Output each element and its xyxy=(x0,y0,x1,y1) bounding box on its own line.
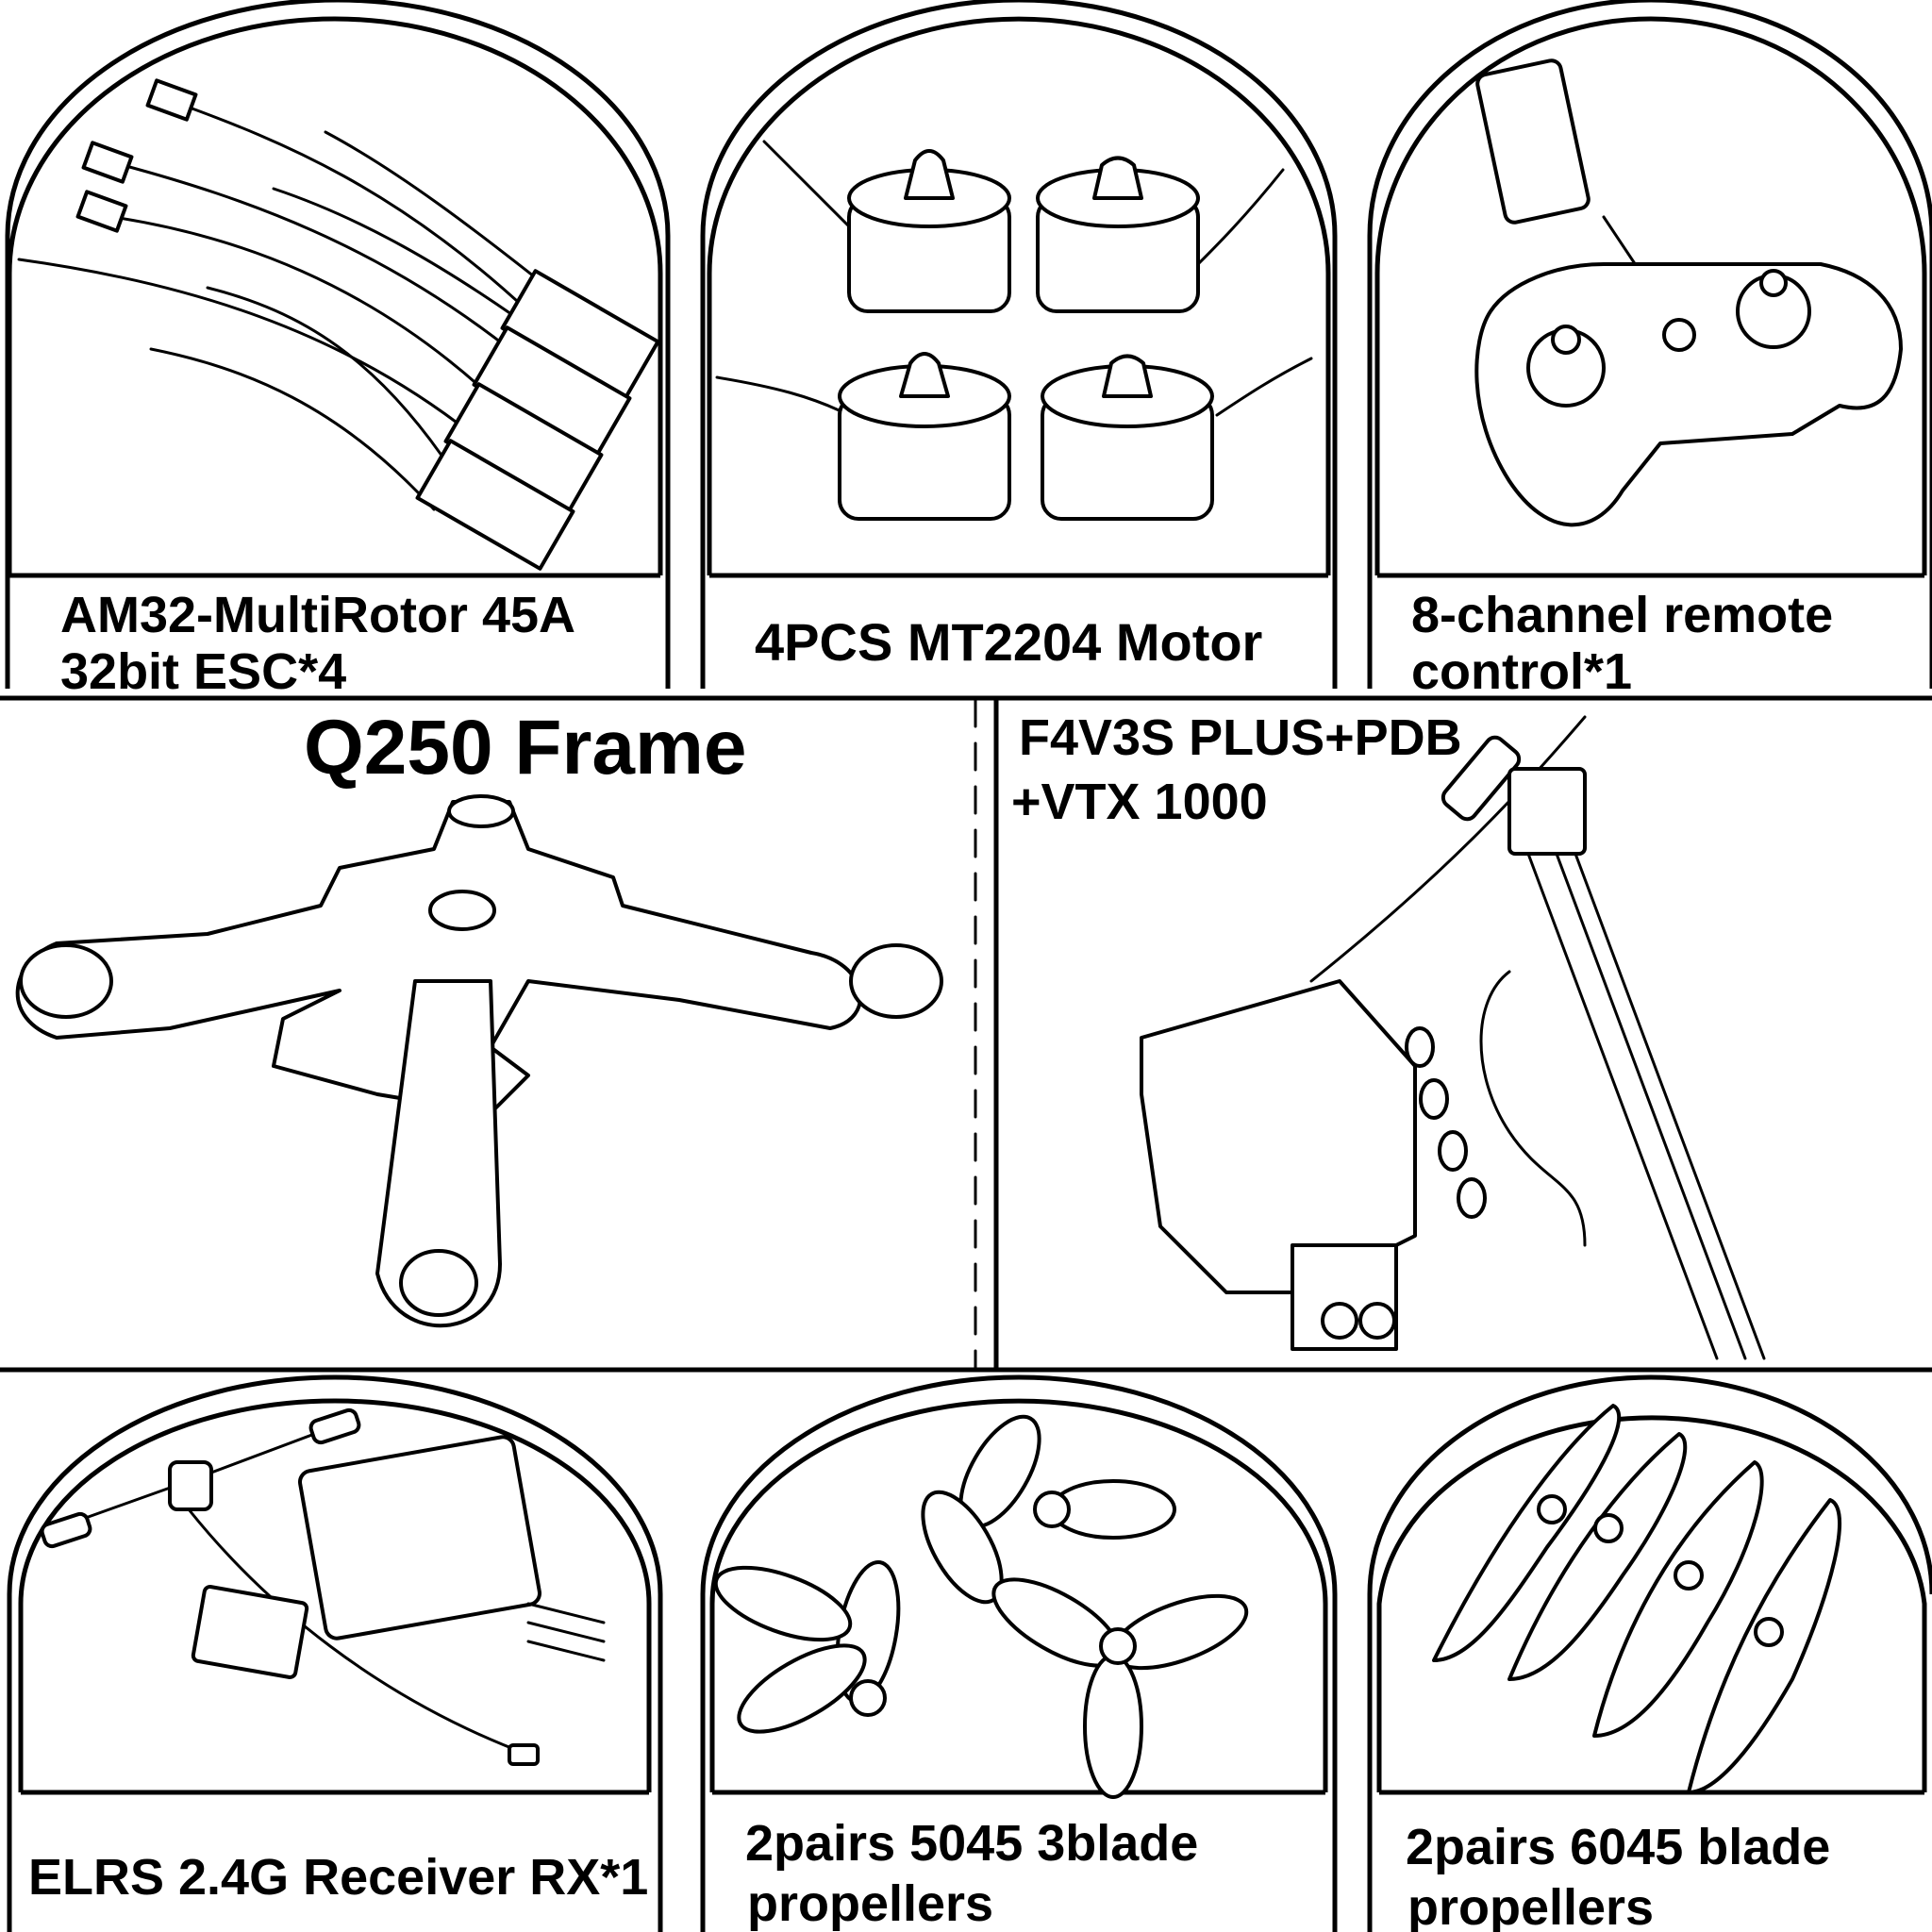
receiver-pin-header xyxy=(526,1602,606,1662)
remote-control-icon xyxy=(1474,58,1903,527)
esc-label-line1: AM32-MultiRotor 45A xyxy=(60,587,575,643)
receiver-ufl-plug xyxy=(508,1743,540,1766)
receiver-board xyxy=(191,1585,309,1679)
vtx-antenna-cable xyxy=(1309,715,1587,983)
esc-boards xyxy=(415,269,660,571)
vtx-antenna xyxy=(1441,735,1522,822)
pdb-hole-right xyxy=(1358,1302,1396,1340)
prop2-four xyxy=(1687,1498,1841,1794)
prop2-two xyxy=(1507,1432,1688,1681)
fc-label-line1: F4V3S PLUS+PDB xyxy=(1019,709,1462,766)
esc-wires xyxy=(17,102,568,511)
fc-spacers xyxy=(1405,1026,1487,1219)
prop3-two xyxy=(713,1559,901,1734)
phone-holder xyxy=(1475,58,1591,225)
prop3-one xyxy=(921,1414,1176,1605)
motor-top-left xyxy=(847,149,1011,313)
receiver-icon xyxy=(40,1407,606,1766)
motor-bottom-left xyxy=(838,352,1011,521)
power-leads xyxy=(1526,852,1766,1360)
esc-connectors xyxy=(75,78,198,233)
motor-bottom-right xyxy=(1041,354,1214,521)
receiver-antenna-tip xyxy=(308,1407,361,1445)
remote-label-line1: 8-channel remote xyxy=(1411,587,1833,643)
esc-label-line2: 32bit ESC*4 xyxy=(60,643,346,700)
frame-motor-mount-front xyxy=(399,1249,478,1317)
flight-controller-icon xyxy=(1140,715,1766,1360)
receiver-module xyxy=(298,1435,541,1641)
receiver-label: ELRS 2.4G Receiver RX*1 xyxy=(28,1849,648,1906)
prop2-label-line1: 2pairs 6045 blade xyxy=(1406,1819,1830,1875)
remote-label-line2: control*1 xyxy=(1411,643,1632,700)
receiver-t-mount xyxy=(168,1460,213,1511)
motor-wires xyxy=(715,140,1313,417)
two-blade-propeller-icon xyxy=(1432,1404,1841,1794)
motor-top-right xyxy=(1036,156,1200,313)
motor-icon xyxy=(715,140,1313,521)
frame-center-hole xyxy=(428,890,496,931)
prop2-label-line2: propellers xyxy=(1407,1879,1654,1932)
prop3-three xyxy=(991,1577,1249,1799)
frame-front-arm xyxy=(375,979,502,1328)
power-connector xyxy=(1507,767,1587,856)
labels: AM32-MultiRotor 45A 32bit ESC*4 4PCS MT2… xyxy=(28,587,1833,1932)
quad-frame-icon xyxy=(15,794,943,1328)
center-button xyxy=(1662,318,1696,352)
frame-motor-mount-left xyxy=(19,943,113,1019)
prop3-label-line1: 2pairs 5045 3blade xyxy=(745,1815,1198,1872)
top-arches xyxy=(5,0,1932,689)
receiver-antenna-tip-left xyxy=(40,1511,92,1549)
left-stick xyxy=(1551,325,1581,355)
prop3-label-line2: propellers xyxy=(747,1875,993,1932)
prop2-one xyxy=(1432,1404,1622,1662)
right-stick xyxy=(1759,269,1788,297)
motor-label: 4PCS MT2204 Motor xyxy=(755,612,1262,672)
prop2-three xyxy=(1592,1460,1764,1738)
three-blade-propeller-icon xyxy=(713,1414,1249,1799)
frame-motor-mount-right xyxy=(849,943,943,1019)
bottom-arches xyxy=(7,1374,1932,1932)
fc-cable-loop xyxy=(1479,970,1587,1247)
frame-motor-mount-rear xyxy=(447,794,515,828)
frame-label: Q250 Frame xyxy=(304,705,747,791)
fc-label-line2: +VTX 1000 xyxy=(1011,774,1268,830)
panel-dividers xyxy=(0,695,1932,1373)
pdb-hole-left xyxy=(1321,1302,1358,1340)
esc-icon xyxy=(17,78,660,571)
receiver-coax xyxy=(187,1507,530,1757)
